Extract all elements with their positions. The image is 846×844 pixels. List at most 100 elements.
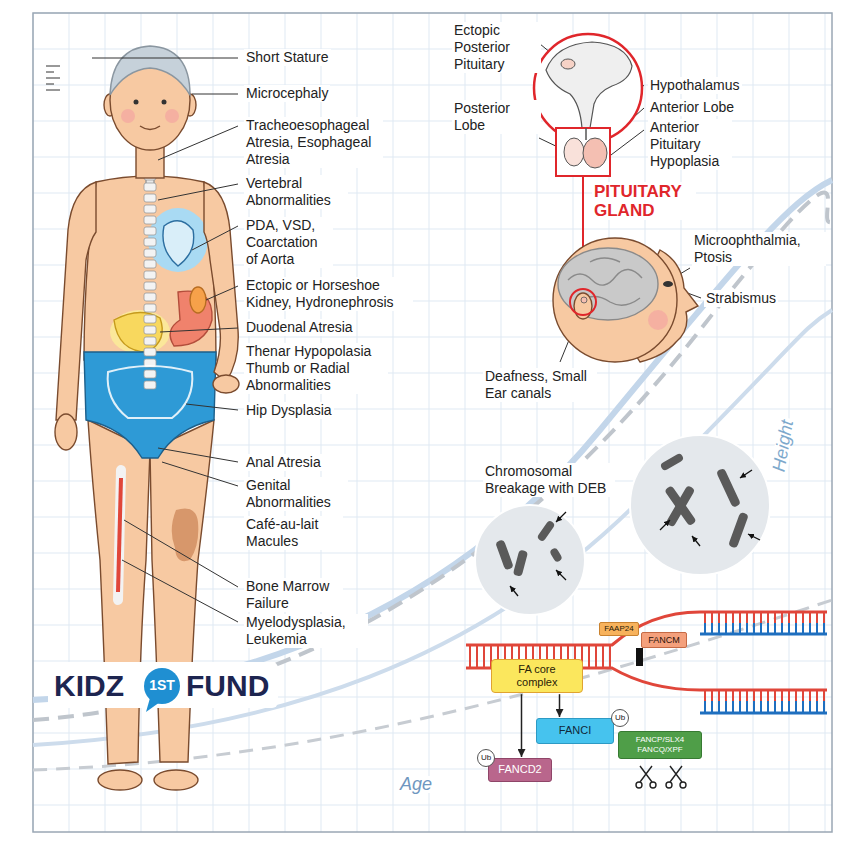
chromosome-spread [513,549,528,576]
scissors-icon [670,766,682,782]
scissors-icon [650,782,656,788]
dna-fork [704,701,706,713]
body-figure [213,375,239,393]
height-ruler [46,66,60,67]
feature-label: Microophthalmia, Ptosis [692,232,826,266]
dna-fork [767,690,769,701]
dna-fork [718,623,720,634]
dna-fork [753,623,755,634]
grid-lines [753,13,754,832]
body-figure [162,100,167,105]
dna-fork [781,612,783,623]
protein-box: FANCI [536,718,614,744]
chromosome-spread [510,586,518,596]
dna-fork [711,612,713,623]
inset-title: PITUITARY GLAND [592,182,696,220]
leader-line [192,94,238,95]
feature-label: Café-au-lait Macules [244,516,343,550]
body-figure [121,109,135,123]
pituitary-inset [583,138,607,168]
dna-fork [774,690,776,701]
axis-label: Age [398,776,434,793]
chromosome-spread [728,512,749,549]
feature-label: Duodenal Atresia [244,319,355,336]
growth-curve [33,600,832,770]
dna-fork [816,701,818,713]
dna-fork [739,612,741,623]
feature-label: Strabismus [704,290,778,307]
scissors-icon [680,782,686,788]
anatomy-label: Anterior Pituitary Hypoplasia [648,119,732,170]
dna-fork [788,612,790,623]
dna-fork [802,623,804,634]
vertebrae [144,348,156,356]
body-figure [56,182,96,420]
leader-line [206,286,238,300]
anatomy-label: Ectopic Posterior Pituitary [452,22,541,73]
chromosome-spread [716,468,741,508]
leader-line [122,560,238,622]
body-figure [98,770,142,790]
vertebrae [144,249,156,257]
head-profile [570,289,596,315]
panel-heading: Chromosomal Breakage with DEB [483,463,615,497]
dna-fork [816,690,818,701]
chromosome-spread [475,505,585,615]
grid-lines [33,805,832,806]
leader-line [158,184,238,200]
logo-ground [48,662,278,712]
dna-fork [483,645,485,668]
dna-fork [788,690,790,701]
chromosome-spread [740,470,752,478]
feature-label: Deafness, Small Ear canals [483,368,597,402]
leader-line [92,44,701,622]
dna-fork [760,623,762,634]
dna-fork [746,623,748,634]
vertebrae [144,381,156,389]
chromosome-spread [660,453,685,472]
head-profile [648,310,668,330]
dna-fork [746,701,748,713]
feature-label: Myelodysplasia, Leukemia [244,614,368,648]
dna-fork [588,645,590,668]
grid-lines [645,13,646,832]
dna-fork [767,623,769,634]
dna-fork [718,701,720,713]
height-ruler [46,84,54,85]
body-figure [118,470,121,600]
dna-fork [795,612,797,623]
dna-fork [760,690,762,701]
dna-fork [704,623,706,634]
leader-line [92,58,238,59]
pituitary-inset [546,42,632,128]
dna-fork [725,623,727,634]
pathway-arrow [521,694,523,757]
leader-line [186,404,238,410]
leader-line [192,226,238,250]
scissors-icon [636,766,686,788]
head-profile [663,281,673,287]
chromosome-spread [549,547,563,563]
logo-text: FUND [186,668,269,704]
dna-fork [725,701,727,713]
dna-fork [746,612,748,623]
feature-label: Genital Abnormalities [244,477,348,511]
dna-fork [739,690,741,701]
body-figure [172,509,199,562]
dna-fork [732,623,734,634]
pituitary-inset [534,34,642,142]
ubiquitin-circle: Ub [611,709,629,727]
dna-fork [753,612,755,623]
vertebrae [144,150,156,389]
chromosome-spread [536,520,555,543]
head-profile [553,238,677,362]
dna-fork [809,701,811,713]
leader-line [124,520,238,587]
vertebrae [144,260,156,268]
chromosome-spread [556,570,566,580]
protein-box: FAAP24 [599,622,638,636]
dna-fork [802,612,804,623]
dna-fork [732,612,734,623]
